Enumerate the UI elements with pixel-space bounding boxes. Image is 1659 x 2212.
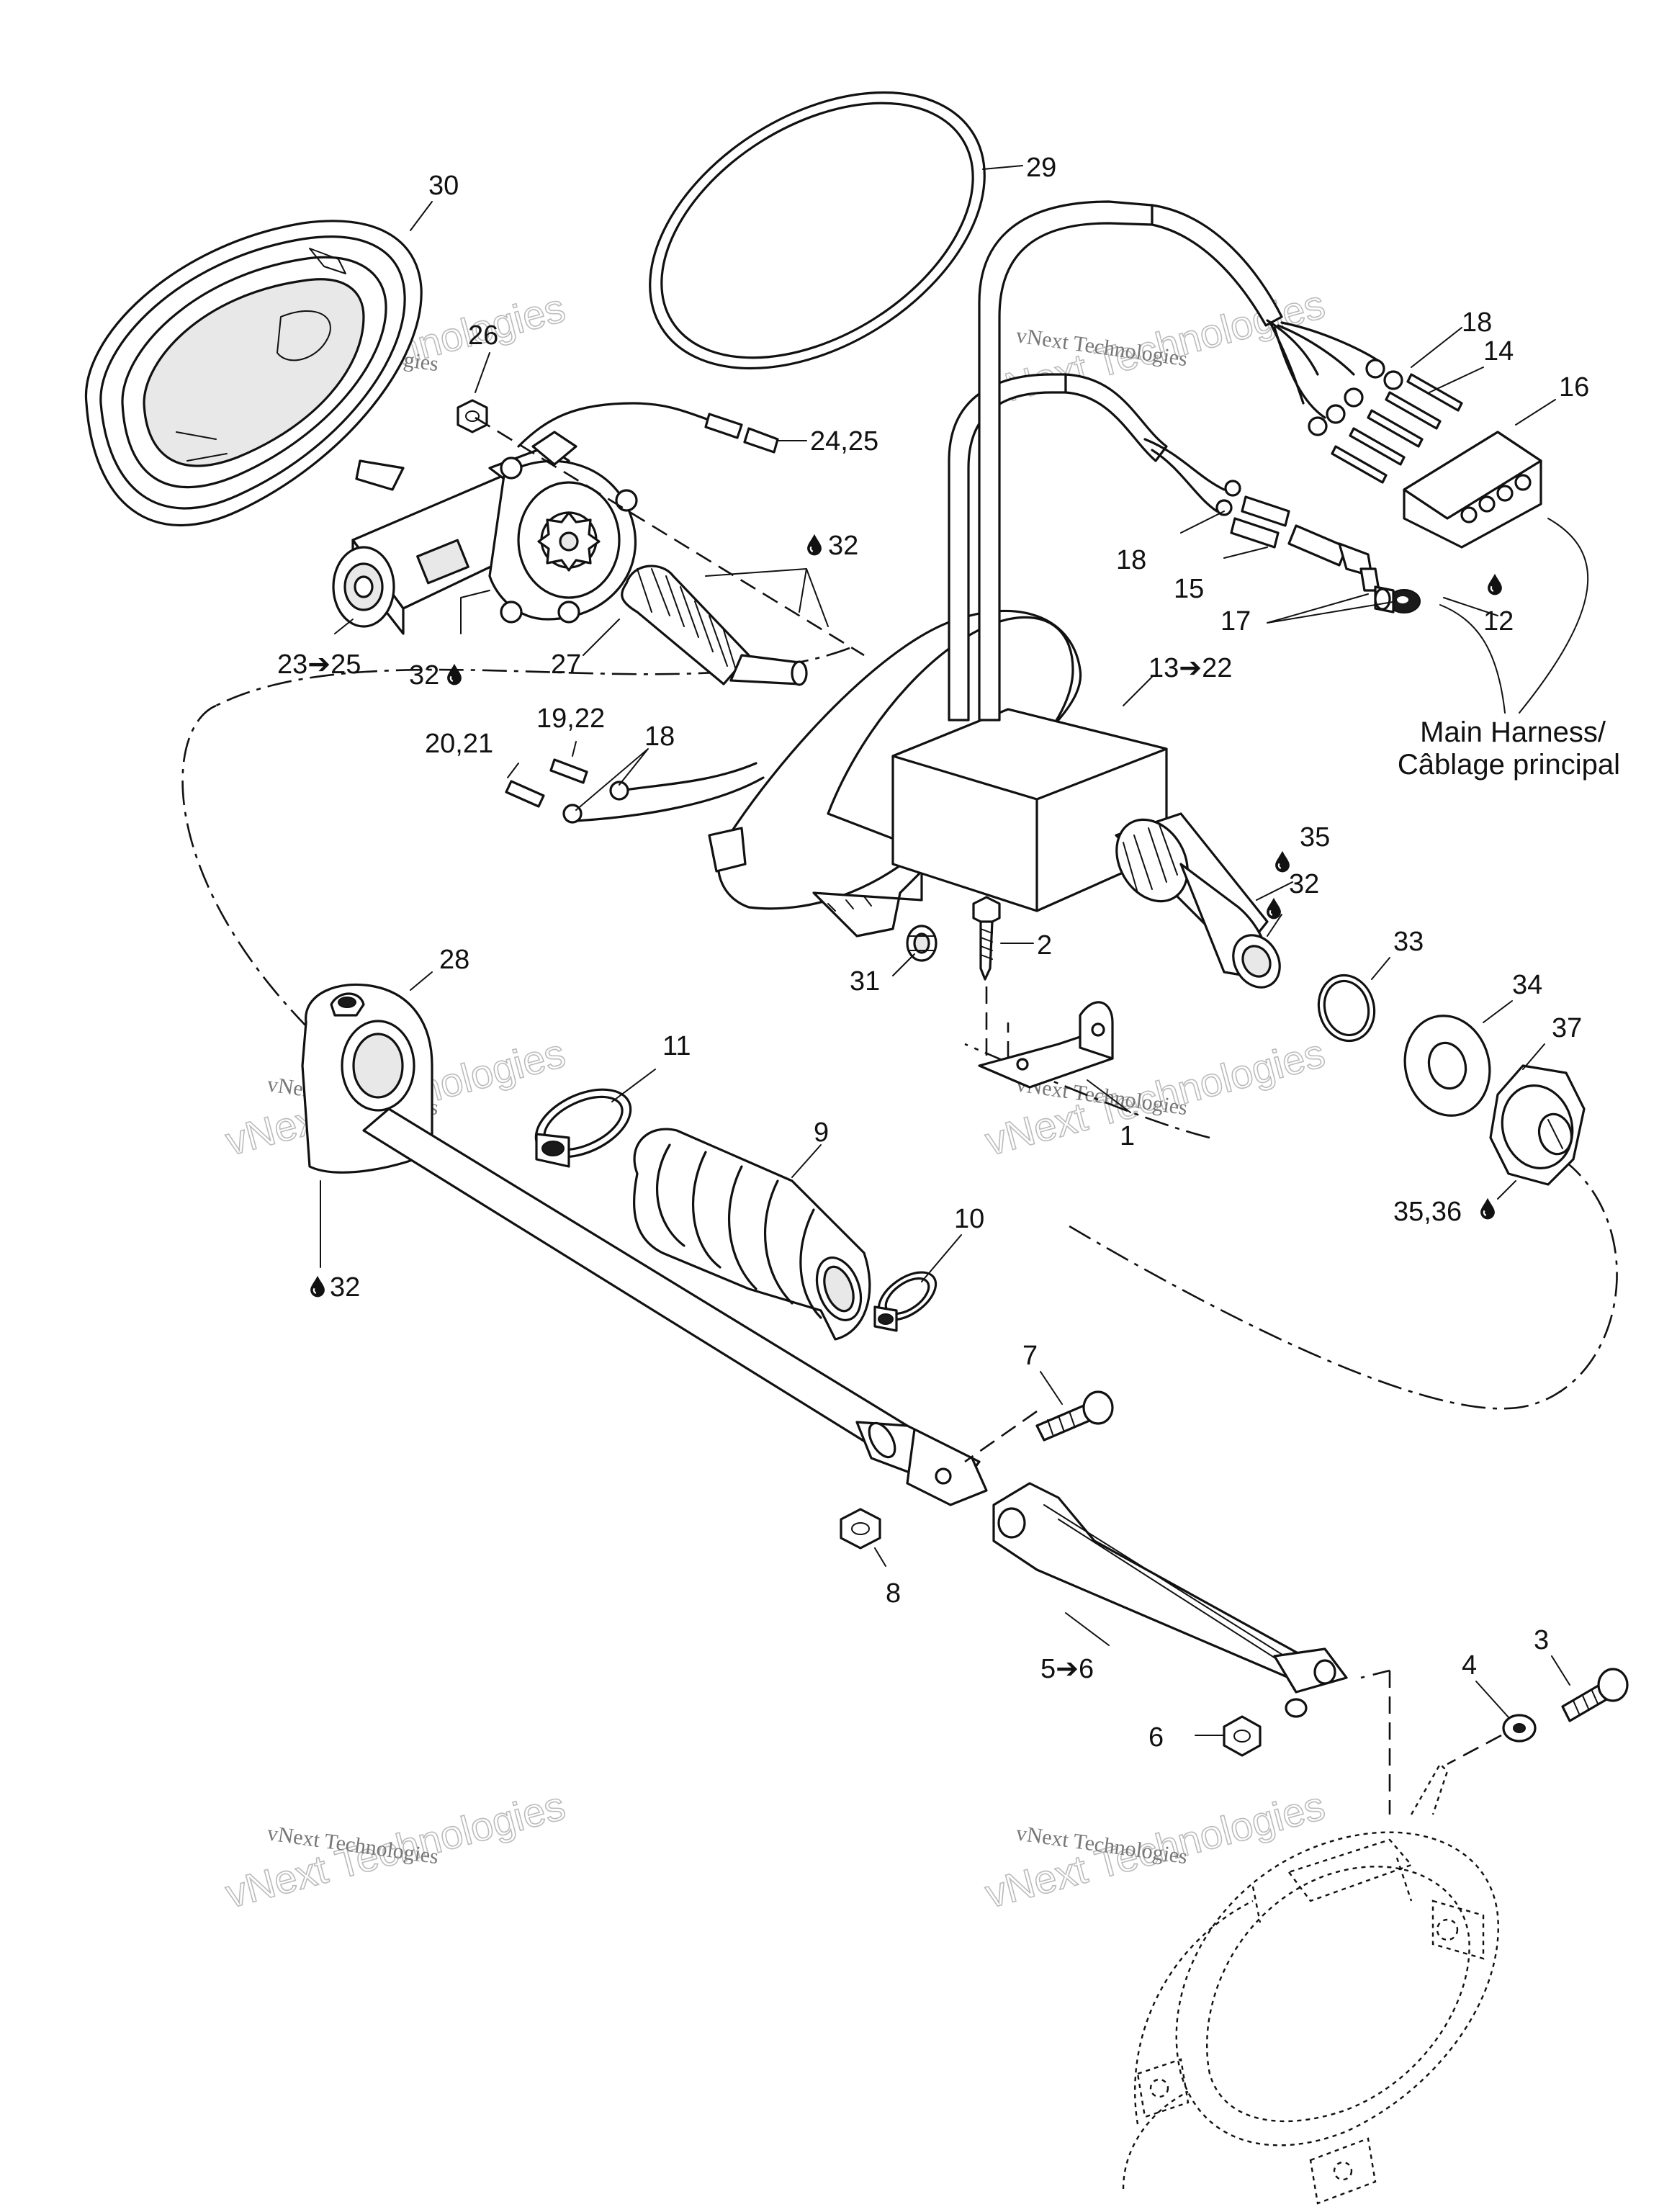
oil-drop-icon [1274, 850, 1290, 873]
assembly-line [1360, 1669, 1390, 1679]
part-5-link-rod [992, 1482, 1348, 1694]
callout-31: 31 [850, 966, 880, 997]
callout-18-middle: 18 [1116, 545, 1146, 575]
assembly-line [1447, 1734, 1502, 1766]
callout-3: 3 [1534, 1625, 1549, 1655]
callout-8: 8 [886, 1578, 901, 1609]
part-37-nut [1489, 1064, 1586, 1186]
callout-15: 15 [1174, 574, 1204, 604]
steering-shaft [362, 1107, 988, 1506]
harness-label-line2: Câblage principal [1398, 749, 1620, 781]
callout-32-yoke: 32 [330, 1272, 360, 1303]
assembly-line [964, 1410, 1038, 1463]
assembly-outline-loop [181, 647, 1618, 1410]
assembly-line [475, 416, 865, 657]
callout-7: 7 [1022, 1341, 1038, 1371]
callout-18-lower: 18 [644, 721, 675, 752]
oil-drop-icon [1266, 896, 1282, 920]
callout-33: 33 [1393, 927, 1424, 957]
callout-34: 34 [1512, 970, 1542, 1000]
part-14-terminals [1331, 373, 1463, 484]
callout-24-25: 24,25 [810, 426, 878, 457]
callout-4: 4 [1462, 1650, 1477, 1681]
callout-labels: 29 30 26 24,25 23➔25 32 27 32 18 14 16 1… [277, 153, 1620, 1753]
callout-37: 37 [1552, 1013, 1582, 1043]
callout-10: 10 [954, 1204, 984, 1234]
callout-12: 12 [1483, 606, 1514, 637]
part-23-motor [332, 431, 638, 635]
steering-ring-reference [1122, 1763, 1499, 2205]
part-19-20-connectors [505, 758, 629, 824]
part-7-bolt [1035, 1390, 1114, 1442]
callout-16: 16 [1559, 372, 1589, 403]
callout-28: 28 [439, 945, 469, 975]
callout-19-22: 19,22 [536, 703, 605, 734]
oil-drop-icon [806, 533, 822, 556]
callout-9: 9 [814, 1118, 829, 1148]
part-3-bolt [1561, 1668, 1629, 1722]
callout-18-upper: 18 [1462, 307, 1492, 338]
callout-2: 2 [1037, 930, 1052, 961]
watermark-2: vNext Technologies vNext Technologies [980, 281, 1330, 416]
oil-drop-icon [1487, 572, 1503, 595]
callout-26: 26 [468, 320, 498, 351]
callout-11: 11 [662, 1031, 691, 1061]
callout-30: 30 [428, 171, 459, 201]
callout-35: 35 [1300, 822, 1330, 853]
oil-drop-icon [310, 1274, 325, 1298]
part-24-25-wire [517, 402, 779, 454]
part-29-seal [649, 91, 986, 370]
part-18-upper-connectors [1266, 319, 1403, 436]
oil-drop-icon [446, 662, 462, 685]
part-34-washer [1403, 1015, 1491, 1117]
part-1-bracket [978, 1001, 1114, 1089]
callout-35-36: 35,36 [1393, 1197, 1462, 1227]
part-26-nut [457, 399, 488, 433]
part-10-clamp [873, 1271, 938, 1332]
leader-lines [320, 165, 1589, 1736]
part-13-housing [575, 200, 1283, 989]
callout-23-25: 23➔25 [277, 649, 361, 680]
callout-14: 14 [1483, 336, 1514, 367]
callout-6: 6 [1148, 1722, 1164, 1753]
harness-label-line1: Main Harness/ [1420, 716, 1606, 748]
part-33-o-ring [1317, 974, 1376, 1043]
watermark-6: vNext Technologies vNext Technologies [980, 1782, 1330, 1917]
callout-29: 29 [1026, 153, 1056, 183]
watermark-5: vNext Technologies vNext Technologies [220, 1782, 570, 1917]
part-30-bezel [84, 220, 423, 527]
part-16-housing-connector [1403, 431, 1542, 549]
callout-5-6: 5➔6 [1040, 1654, 1094, 1684]
callout-32-motor: 32 [409, 660, 439, 691]
part-12-plug [1374, 585, 1421, 613]
callout-27: 27 [551, 649, 581, 680]
part-27-worm-gear [621, 565, 808, 686]
part-8-nut [840, 1508, 881, 1550]
part-4-washer [1502, 1714, 1537, 1743]
part-11-clamp [534, 1088, 632, 1168]
part-9-boot [633, 1128, 871, 1341]
part-2-screw [972, 896, 1001, 981]
part-6-nut [1223, 1698, 1308, 1757]
oil-drop-icon [1480, 1197, 1496, 1220]
part-28-yoke [301, 983, 433, 1174]
part-31-grommet [906, 925, 938, 962]
callout-1: 1 [1120, 1121, 1135, 1151]
callout-20-21: 20,21 [425, 729, 493, 759]
callout-17: 17 [1220, 606, 1251, 637]
callout-32-gear: 32 [828, 531, 858, 561]
part-15-connectors [1143, 438, 1380, 592]
callout-32-shaft: 32 [1289, 869, 1319, 899]
callout-13-22: 13➔22 [1148, 653, 1232, 683]
